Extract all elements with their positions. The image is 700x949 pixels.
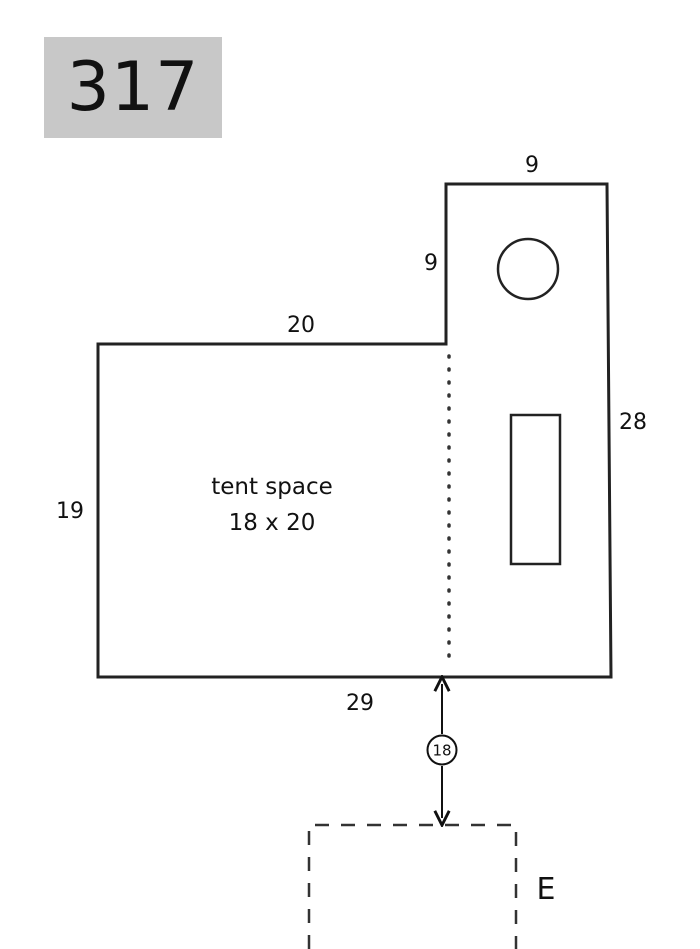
parking-area-outline (307, 823, 518, 949)
distance-badge (426, 734, 458, 766)
distance-value: 18 (432, 742, 451, 760)
tent-space-label: tent space (211, 474, 333, 500)
dimension-right: 28 (619, 410, 647, 435)
picnic-table-icon (509, 413, 562, 566)
fire-ring-icon (496, 237, 560, 301)
dimension-top-left: 20 (287, 313, 315, 338)
site-number: 317 (66, 47, 200, 127)
dimension-step-height: 9 (424, 251, 438, 276)
dimension-left: 19 (56, 499, 84, 524)
dimension-bottom: 29 (346, 691, 374, 716)
site-number-badge: 317 (44, 37, 222, 138)
parking-zone-label: E (537, 872, 556, 907)
tent-space-size: 18 x 20 (229, 510, 316, 536)
dimension-top-right: 9 (525, 153, 539, 178)
site-outline (96, 182, 613, 679)
